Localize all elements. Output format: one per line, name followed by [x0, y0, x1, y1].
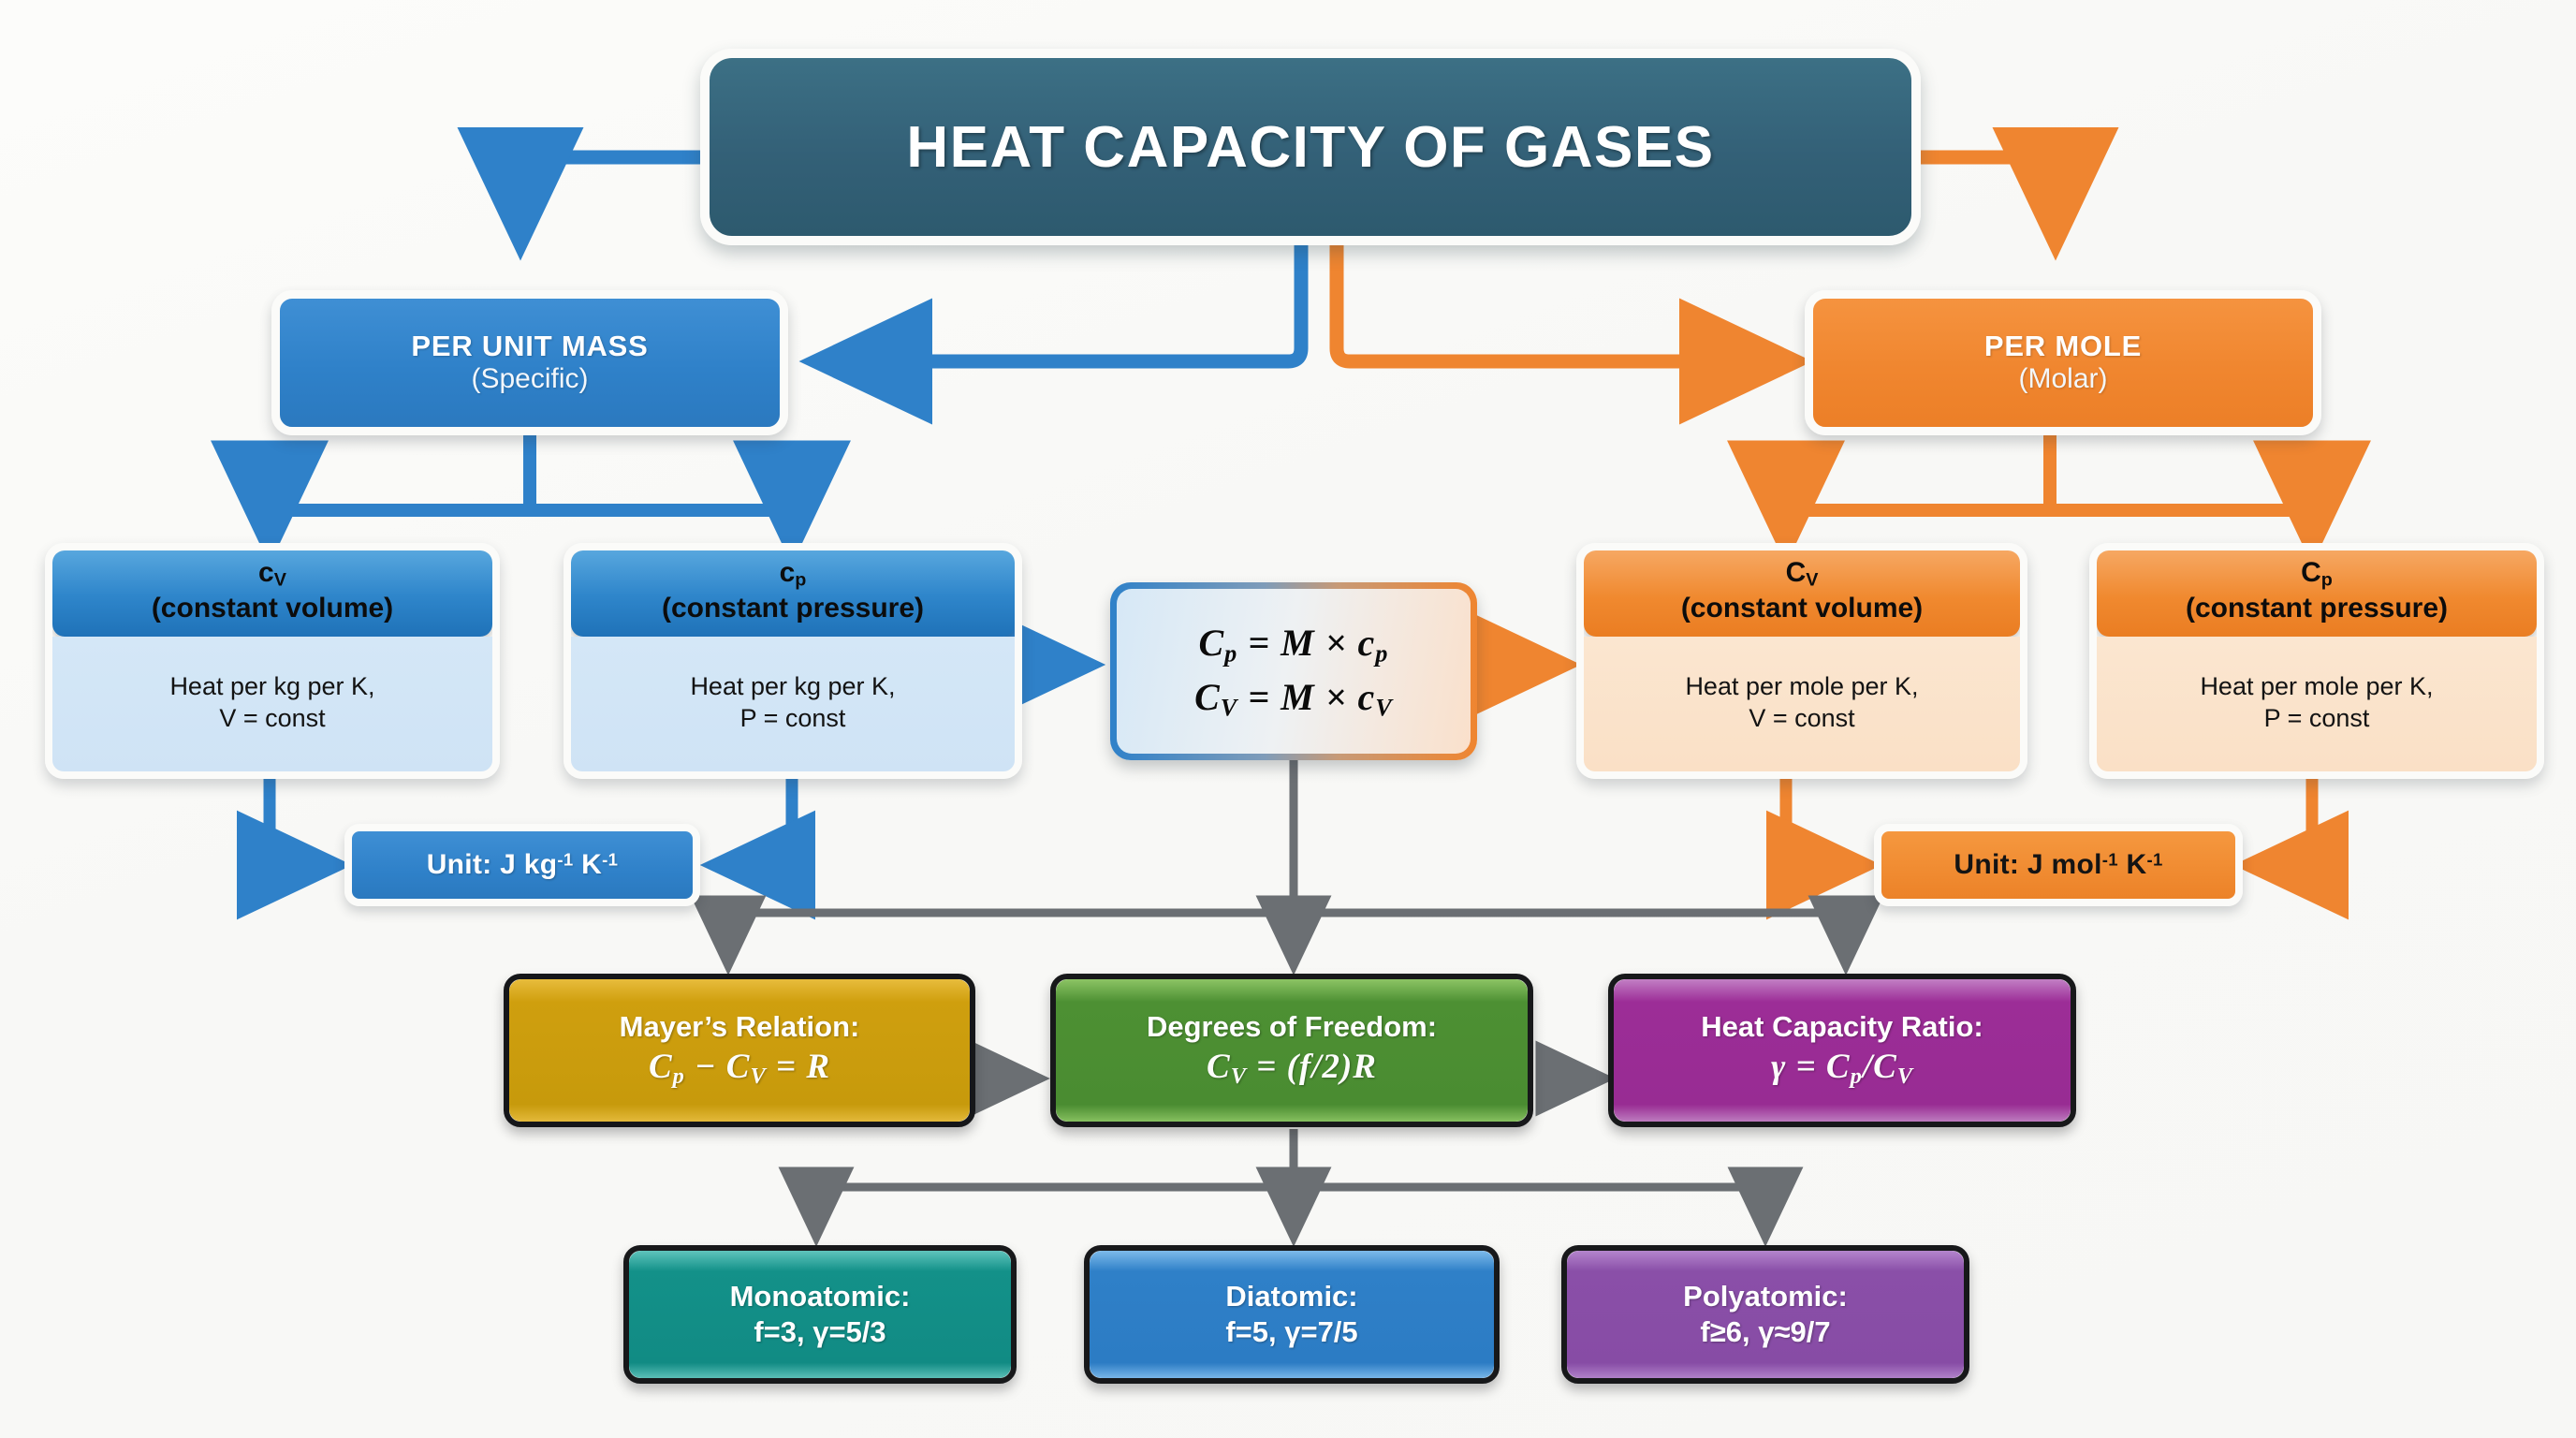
unit-badge-specific-text: Unit: J kg-1 K-1 [426, 849, 619, 880]
concept-heat-capacity-ratio[interactable]: Heat Capacity Ratio: γ = Cp/CV [1608, 974, 2076, 1127]
unit-badge-molar: Unit: J mol-1 K-1 [1874, 824, 2243, 906]
edge-bus-to-ratio [1294, 895, 1884, 976]
branch-per-mole[interactable]: PER MOLE (Molar) [1805, 290, 2321, 435]
edge-title-bottom-to-per-mole [1329, 242, 1813, 425]
molecule-type-polyatomic[interactable]: Polyatomic: f≥6, γ≈9/7 [1561, 1245, 1969, 1384]
branch-per-mole-title: PER MOLE [1983, 329, 2143, 362]
card-molar-cv-body: Heat per mole per K, V = const [1584, 636, 2020, 771]
card-specific-cp[interactable]: cp (constant pressure) Heat per kg per K… [564, 543, 1022, 779]
edge-Cv-to-unit-molar [1765, 777, 1882, 920]
card-specific-cp-symbol: cp [779, 557, 807, 591]
branch-per-unit-mass[interactable]: PER UNIT MASS (Specific) [271, 290, 788, 435]
concept-heat-capacity-ratio-title: Heat Capacity Ratio: [1701, 1010, 1983, 1044]
conversion-equation-line-1: Cp = M × cp [1198, 622, 1389, 668]
edge-cv-to-unit-specific [236, 777, 353, 920]
branch-per-mole-subtitle: (Molar) [2018, 363, 2108, 395]
concept-degrees-of-freedom-equation: CV = (f/2)R [1207, 1047, 1377, 1089]
card-molar-cv-line1: Heat per mole per K, [1685, 671, 1919, 700]
card-molar-cp-body: Heat per mole per K, P = const [2097, 636, 2537, 771]
diagram-title: HEAT CAPACITY OF GASES [700, 49, 1921, 245]
unit-badge-specific: Unit: J kg-1 K-1 [344, 824, 700, 906]
edge-title-to-per-unit-mass [457, 127, 711, 261]
card-molar-cv-header: CV (constant volume) [1584, 550, 2020, 637]
conversion-equation-line-2: CV = M × cV [1194, 676, 1393, 722]
molecule-type-polyatomic-values: f≥6, γ≈9/7 [1700, 1315, 1831, 1348]
card-specific-cv-symbol: cV [258, 557, 286, 591]
edge-title-bottom-to-per-unit-mass [798, 242, 1309, 425]
concept-mayers-relation-equation: Cp − CV = R [648, 1047, 831, 1089]
diagram-title-text: HEAT CAPACITY OF GASES [906, 114, 1715, 180]
edge-degrees-to-monoatomic [778, 1167, 1294, 1247]
molecule-type-monoatomic-values: f=3, γ=5/3 [754, 1315, 886, 1348]
branch-per-unit-mass-subtitle: (Specific) [471, 363, 589, 395]
branch-per-unit-mass-title: PER UNIT MASS [411, 329, 649, 362]
molecule-type-diatomic-values: f=5, γ=7/5 [1225, 1315, 1358, 1348]
edge-cp-to-unit-specific [699, 777, 816, 920]
card-specific-cv-headline: (constant volume) [151, 593, 394, 624]
card-specific-cv-line1: Heat per kg per K, [169, 671, 375, 700]
card-specific-cp-line2: P = const [739, 703, 846, 732]
card-specific-cv-header: cV (constant volume) [52, 550, 492, 637]
concept-degrees-of-freedom-title: Degrees of Freedom: [1146, 1010, 1438, 1044]
card-specific-cp-body: Heat per kg per K, P = const [571, 636, 1015, 771]
molecule-type-monoatomic[interactable]: Monoatomic: f=3, γ=5/3 [623, 1245, 1017, 1384]
card-specific-cp-line1: Heat per kg per K, [690, 671, 896, 700]
card-specific-cp-header: cp (constant pressure) [571, 550, 1015, 637]
molecule-type-diatomic[interactable]: Diatomic: f=5, γ=7/5 [1084, 1245, 1500, 1384]
concept-heat-capacity-ratio-equation: γ = Cp/CV [1770, 1047, 1914, 1089]
card-specific-cv[interactable]: cV (constant volume) Heat per kg per K, … [45, 543, 500, 779]
molecule-type-monoatomic-title: Monoatomic: [729, 1280, 911, 1313]
molecule-type-diatomic-title: Diatomic: [1225, 1280, 1358, 1313]
concept-mayers-relation[interactable]: Mayer’s Relation: Cp − CV = R [504, 974, 975, 1127]
edge-Cp-to-unit-molar [2232, 777, 2349, 920]
concept-mayers-relation-title: Mayer’s Relation: [619, 1010, 860, 1044]
card-specific-cv-body: Heat per kg per K, V = const [52, 636, 492, 771]
card-molar-cv[interactable]: CV (constant volume) Heat per mole per K… [1576, 543, 2027, 779]
card-molar-cp-line1: Heat per mole per K, [2200, 671, 2434, 700]
edge-bus-to-mayers [690, 895, 1294, 976]
card-molar-cp[interactable]: Cp (constant pressure) Heat per mole per… [2089, 543, 2544, 779]
card-specific-cv-line2: V = const [219, 703, 326, 732]
conversion-equation-box[interactable]: Cp = M × cp CV = M × cV [1110, 582, 1477, 760]
card-molar-cv-line2: V = const [1749, 703, 1855, 732]
concept-degrees-of-freedom[interactable]: Degrees of Freedom: CV = (f/2)R [1050, 974, 1533, 1127]
card-molar-cv-symbol: CV [1785, 557, 1819, 591]
card-specific-cp-headline: (constant pressure) [661, 593, 925, 624]
card-molar-cp-headline: (constant pressure) [2185, 593, 2449, 624]
unit-badge-molar-text: Unit: J mol-1 K-1 [1954, 849, 2163, 880]
card-molar-cp-symbol: Cp [2301, 557, 2333, 591]
card-molar-cv-headline: (constant volume) [1680, 593, 1924, 624]
card-molar-cp-line2: P = const [2263, 703, 2370, 732]
card-molar-cp-header: Cp (constant pressure) [2097, 550, 2537, 637]
edge-degrees-to-polyatomic [1294, 1167, 1804, 1247]
molecule-type-polyatomic-title: Polyatomic: [1683, 1280, 1848, 1313]
